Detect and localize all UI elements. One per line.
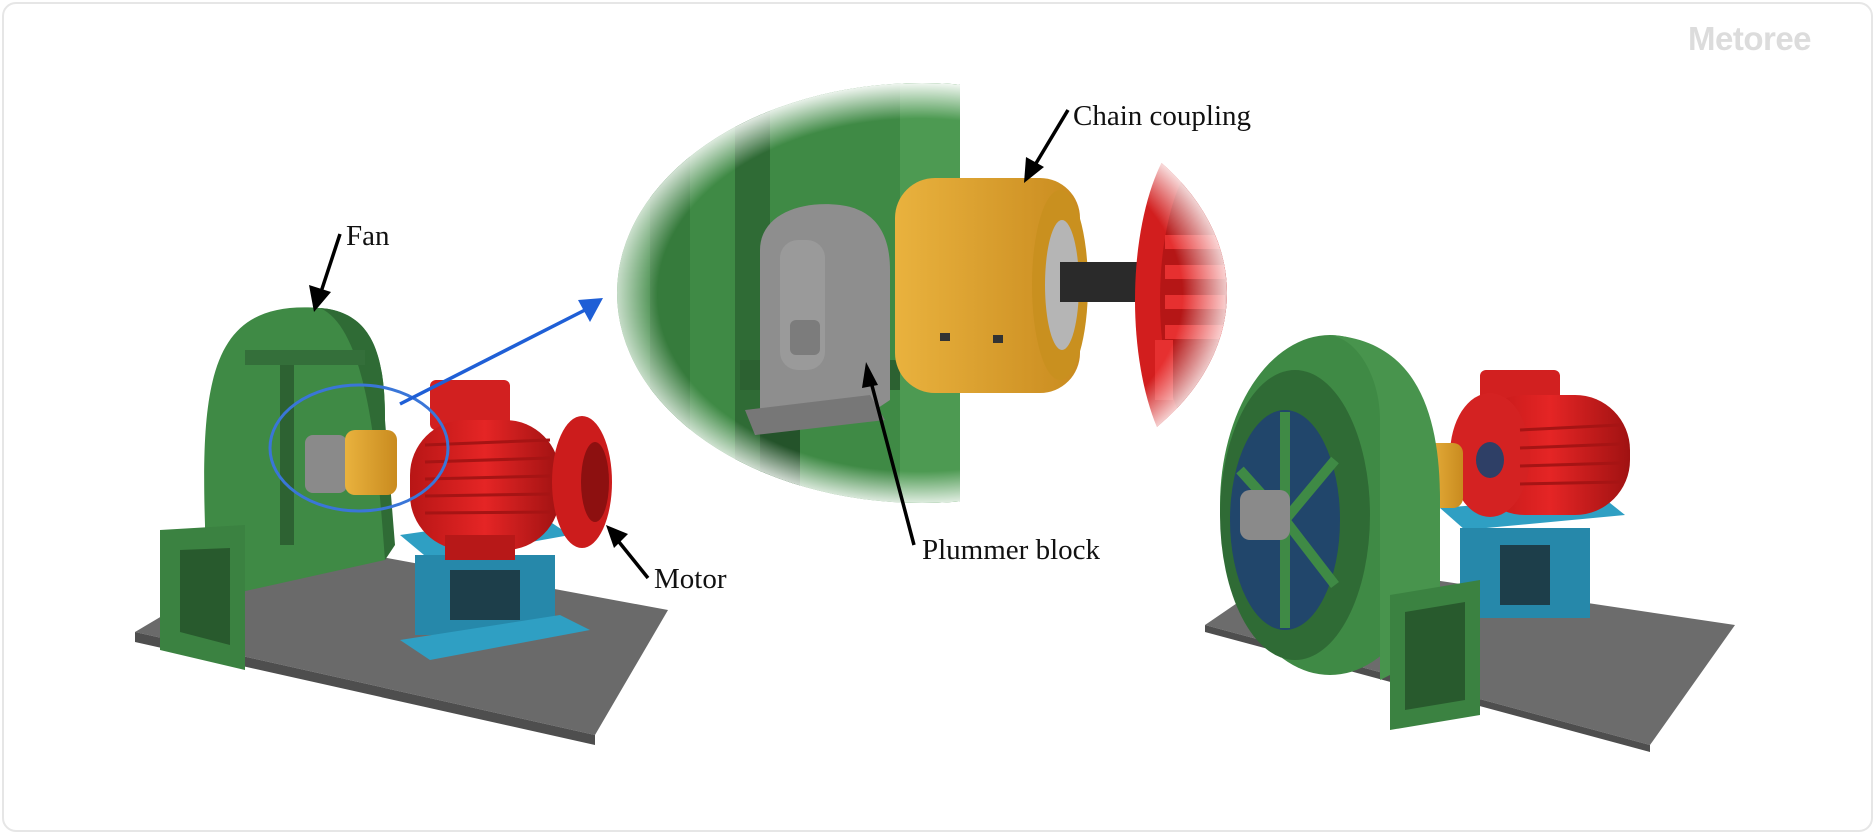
plummer-block-label: Plummer block bbox=[922, 534, 1101, 566]
zoomed-detail-view bbox=[617, 83, 1227, 503]
metoree-watermark-logo: Metoree bbox=[1688, 20, 1812, 57]
right-fan-motor-assembly bbox=[1205, 335, 1735, 752]
fan-label: Fan bbox=[346, 220, 390, 252]
callout-arrows bbox=[309, 109, 1070, 580]
chain-coupling-label: Chain coupling bbox=[1073, 100, 1252, 132]
motor-label: Motor bbox=[654, 563, 727, 595]
zoom-arrowhead bbox=[578, 298, 603, 322]
left-fan-motor-assembly bbox=[135, 307, 668, 745]
highlight-circle bbox=[268, 383, 450, 513]
